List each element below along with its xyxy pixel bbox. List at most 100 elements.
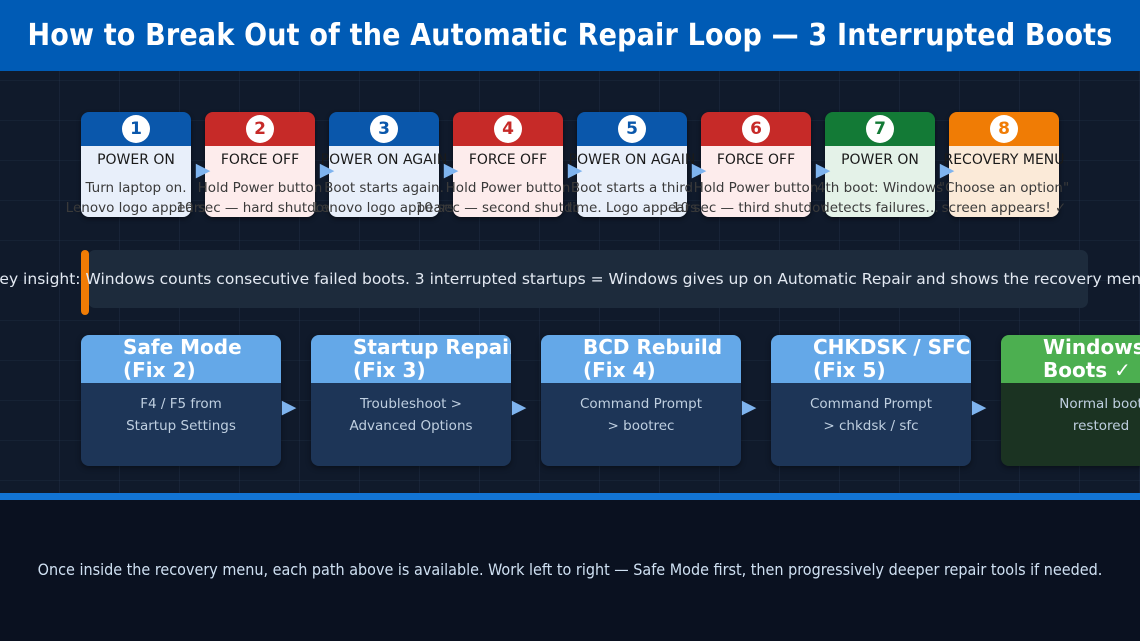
fix-card-header: Windows Boots ✓ <box>1001 335 1140 383</box>
key-insight-banner: key insight: Windows counts consecutive … <box>0 250 1140 315</box>
step-description-line: Hold Power button <box>445 180 571 196</box>
step-description-line: Lenovo logo appears <box>313 200 455 216</box>
fix-card-body: Troubleshoot > Advanced Options <box>311 383 511 466</box>
step-number-badge: 6 <box>742 115 770 143</box>
insight-accent-bar <box>81 250 89 315</box>
footer-bar: Once inside the recovery menu, each path… <box>0 500 1140 641</box>
fix-card-body: Command Prompt > chkdsk / sfc <box>771 383 971 466</box>
fix-card-description: Command Prompt > bootrec <box>579 396 703 434</box>
step-header-3: 3 <box>329 112 439 146</box>
fix-card-title: BCD Rebuild (Fix 4) <box>583 335 723 382</box>
step-arrow-icon: ▶ <box>691 159 707 181</box>
step-arrow-icon: ▶ <box>195 159 211 181</box>
step-title: FORCE OFF <box>220 152 300 168</box>
fix-card-title: Windows Boots ✓ <box>1043 335 1140 382</box>
step-description-line: Boot starts a third <box>570 180 694 196</box>
step-number-badge: 2 <box>246 115 274 143</box>
step-arrow-icon: ▶ <box>815 159 831 181</box>
fix-card-3: BCD Rebuild (Fix 4) Command Prompt > boot… <box>541 335 741 466</box>
fix-card-description: F4 / F5 from Startup Settings <box>126 396 236 434</box>
step-arrow-icon: ▶ <box>319 159 335 181</box>
footer-text: Once inside the recovery menu, each path… <box>37 560 1103 579</box>
fix-card-header: BCD Rebuild (Fix 4) <box>541 335 741 383</box>
fix-arrow-icon: ▶ <box>971 396 987 418</box>
step-description: Boot starts a third time. Logo appears <box>567 178 697 218</box>
step-number-badge: 5 <box>618 115 646 143</box>
step-header-1: 1 <box>81 112 191 146</box>
step-body-1: POWER ON Turn laptop on. Lenovo logo appea… <box>66 146 206 217</box>
step-number-badge: 8 <box>990 115 1018 143</box>
step-description: Hold Power button 10 sec — third shutdown <box>672 178 840 218</box>
step-description-line: time. Logo appears <box>566 200 698 216</box>
step-body-3: POWER ON AGAIN Boot starts again. Lenovo l… <box>314 146 454 217</box>
step-arrow-icon: ▶ <box>443 159 459 181</box>
step-description: Hold Power button 10 sec — second shutdow… <box>416 178 601 218</box>
step-description-line: 10 sec — second shutdown <box>415 200 601 216</box>
fix-card-description: Normal boot restored <box>1059 396 1140 434</box>
step-description-line: 10 sec — third shutdown <box>672 200 840 216</box>
fix-card-1: Safe Mode (Fix 2) F4 / F5 from Startup Se… <box>81 335 281 466</box>
step-number-badge: 1 <box>122 115 150 143</box>
step-description: "Choose an option" screen appears! ✓ <box>939 178 1069 218</box>
step-body-8: RECOVERY MENU "Choose an option" screen ap… <box>939 146 1069 217</box>
fix-card-4: CHKDSK / SFC (Fix 5) Command Prompt > chk… <box>771 335 971 466</box>
fix-card-body: Command Prompt > bootrec <box>541 383 741 466</box>
step-arrow-icon: ▶ <box>939 159 955 181</box>
fix-card-title: Safe Mode (Fix 2) <box>123 335 242 382</box>
fix-card-body: F4 / F5 from Startup Settings <box>81 383 281 466</box>
fix-paths-row: Safe Mode (Fix 2) F4 / F5 from Startup Se… <box>0 335 1140 470</box>
step-description-line: detects failures… <box>821 200 939 216</box>
fix-card-title: Startup Repair (Fix 3) <box>353 335 511 382</box>
section-divider <box>0 493 1140 500</box>
fix-card-header: CHKDSK / SFC (Fix 5) <box>771 335 971 383</box>
step-description-line: Turn laptop on. <box>85 180 187 196</box>
step-header-5: 5 <box>577 112 687 146</box>
step-title: FORCE OFF <box>468 152 548 168</box>
step-description-line: screen appears! ✓ <box>941 200 1067 216</box>
fix-arrow-icon: ▶ <box>741 396 757 418</box>
step-title: RECOVERY MENU <box>943 152 1065 168</box>
step-description-line: "Choose an option" <box>938 180 1070 196</box>
step-title: POWER ON <box>97 152 175 168</box>
step-title: POWER ON AGAIN <box>320 152 448 168</box>
fix-card-description: Troubleshoot > Advanced Options <box>349 396 473 434</box>
step-description-line: Hold Power button <box>693 180 819 196</box>
fix-card-description: Command Prompt > chkdsk / sfc <box>809 396 933 434</box>
step-description-line: 10 sec — hard shutdown <box>176 200 344 216</box>
step-header-7: 7 <box>825 112 935 146</box>
step-header-2: 2 <box>205 112 315 146</box>
header-bar: How to Break Out of the Automatic Repair… <box>0 0 1140 71</box>
step-description: Boot starts again. Lenovo logo appears <box>314 178 455 218</box>
step-number-badge: 3 <box>370 115 398 143</box>
page-title: How to Break Out of the Automatic Repair… <box>27 18 1113 53</box>
step-title: POWER ON AGAIN <box>568 152 696 168</box>
fix-card-header: Startup Repair (Fix 3) <box>311 335 511 383</box>
step-header-4: 4 <box>453 112 563 146</box>
step-header-8: 8 <box>949 112 1059 146</box>
step-title: POWER ON <box>841 152 919 168</box>
step-header-6: 6 <box>701 112 811 146</box>
step-arrow-icon: ▶ <box>567 159 583 181</box>
fix-card-2: Startup Repair (Fix 3) Troubleshoot > Adv… <box>311 335 511 466</box>
step-body-5: POWER ON AGAIN Boot starts a third time. L… <box>567 146 697 217</box>
step-number-badge: 4 <box>494 115 522 143</box>
fix-arrow-icon: ▶ <box>511 396 527 418</box>
step-description-line: Lenovo logo appears <box>65 200 207 216</box>
step-title: FORCE OFF <box>716 152 796 168</box>
insight-text: key insight: Windows counts consecutive … <box>0 270 1140 288</box>
step-description-line: Boot starts again. <box>324 180 444 196</box>
step-body-6: FORCE OFF Hold Power button 10 sec — third… <box>672 146 840 217</box>
fix-card-header: Safe Mode (Fix 2) <box>81 335 281 383</box>
